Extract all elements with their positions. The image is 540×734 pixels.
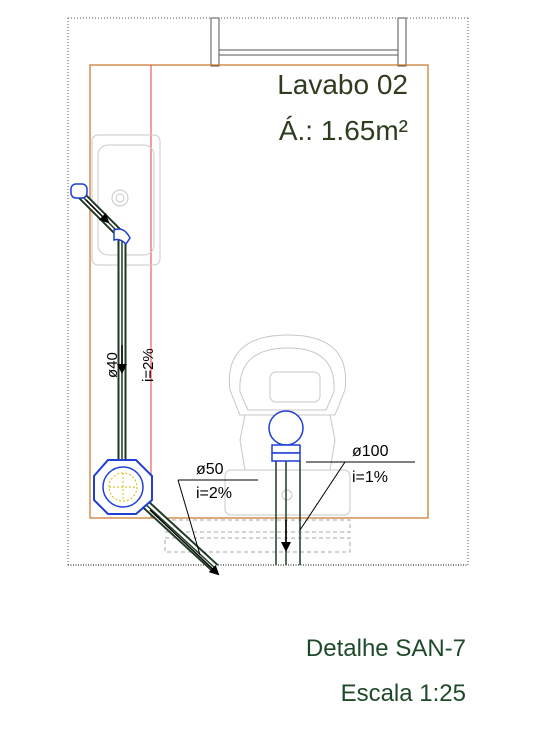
room-wall — [89, 64, 429, 519]
fitting-toilet-connector — [268, 410, 304, 462]
pipe-d100-diameter-label: ø100 — [352, 443, 389, 460]
fitting-sink-elbow — [70, 183, 131, 246]
floor-drain-box — [93, 459, 153, 515]
pipe-d40-diameter-label: ø40 — [104, 352, 121, 378]
pipe-d50-slope-label: i=2% — [196, 485, 232, 502]
toilet-fixture — [224, 334, 351, 516]
room-name: Lavabo 02 — [277, 69, 408, 100]
room-area: Á.: 1.65m² — [279, 115, 408, 146]
detail-scale: Escala 1:25 — [341, 680, 466, 707]
detail-title: Detalhe SAN-7 — [306, 635, 466, 662]
pipe-d100-slope-label: i=1% — [352, 469, 388, 486]
pipe-d40-slope-label: i=2% — [140, 348, 157, 382]
pipe-d100 — [275, 455, 301, 565]
label-leaders — [177, 461, 415, 556]
window-opening — [210, 17, 407, 67]
flow-arrows — [85, 199, 291, 576]
pipe-d50-diameter-label: ø50 — [196, 461, 224, 478]
